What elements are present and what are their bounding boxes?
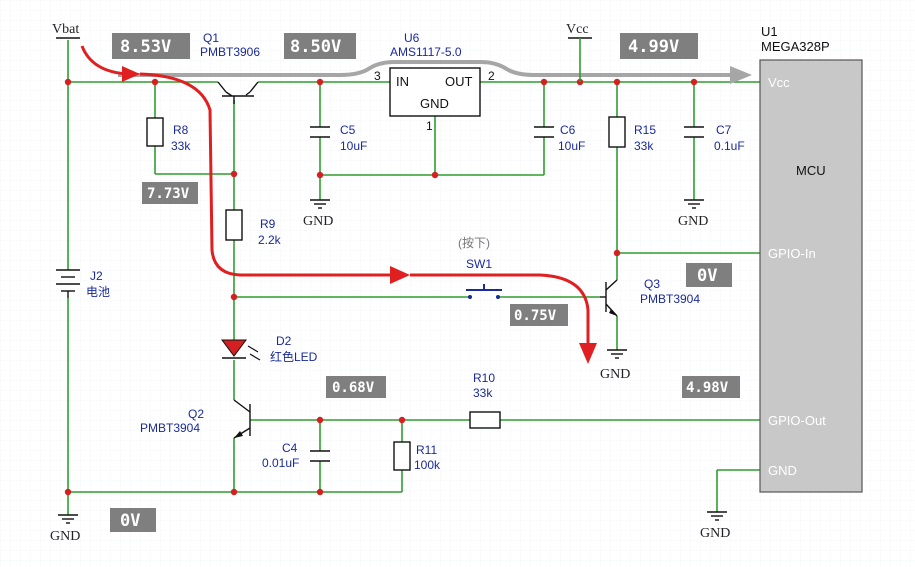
svg-text:0V: 0V bbox=[120, 511, 140, 531]
svg-text:4.98V: 4.98V bbox=[686, 380, 729, 396]
svg-text:10uF: 10uF bbox=[340, 139, 367, 153]
svg-text:C4: C4 bbox=[282, 441, 298, 455]
svg-text:Q1: Q1 bbox=[203, 31, 219, 45]
q3-transistor: Q3 PMBT3904 bbox=[600, 277, 700, 317]
svg-text:R8: R8 bbox=[173, 123, 189, 137]
svg-text:MCU: MCU bbox=[796, 163, 826, 178]
svg-text:AMS1117-5.0: AMS1117-5.0 bbox=[390, 45, 462, 59]
svg-text:GND: GND bbox=[420, 96, 449, 111]
svg-text:PMBT3904: PMBT3904 bbox=[140, 421, 200, 435]
svg-text:Vcc: Vcc bbox=[768, 75, 790, 90]
r9-resistor: R9 2.2k bbox=[225, 209, 282, 247]
u6-regulator: IN OUT GND 3 2 1 U6 AMS1117-5.0 bbox=[374, 31, 495, 133]
svg-text:红色LED: 红色LED bbox=[270, 349, 318, 364]
svg-text:4.99V: 4.99V bbox=[628, 37, 679, 57]
q2-transistor: Q2 PMBT3904 bbox=[140, 399, 251, 439]
svg-text:IN: IN bbox=[396, 74, 409, 89]
j2-battery: J2 电池 bbox=[56, 269, 110, 299]
svg-text:0.68V: 0.68V bbox=[332, 380, 375, 396]
c4-capacitor: C4 0.01uF bbox=[262, 441, 330, 470]
svg-text:2.2k: 2.2k bbox=[258, 233, 282, 247]
r10-resistor: R10 33k bbox=[469, 371, 501, 429]
svg-text:0.01uF: 0.01uF bbox=[262, 456, 299, 470]
svg-text:0.75V: 0.75V bbox=[514, 308, 557, 324]
svg-text:SW1: SW1 bbox=[466, 257, 492, 271]
svg-text:GPIO-In: GPIO-In bbox=[768, 246, 816, 261]
svg-text:J2: J2 bbox=[90, 269, 103, 283]
c6-capacitor: C6 10uF bbox=[534, 123, 585, 153]
svg-text:GND: GND bbox=[600, 367, 630, 382]
svg-text:0V: 0V bbox=[697, 266, 717, 286]
svg-text:(按下): (按下) bbox=[458, 236, 490, 250]
svg-text:R9: R9 bbox=[260, 217, 276, 231]
ground-symbol-c7: GND bbox=[678, 199, 708, 229]
svg-text:7.73V: 7.73V bbox=[147, 186, 190, 202]
svg-text:MEGA328P: MEGA328P bbox=[761, 39, 830, 54]
vcc-rail: Vcc bbox=[566, 22, 592, 82]
junction-dots bbox=[64, 78, 698, 496]
vcc-label: Vcc bbox=[566, 22, 589, 37]
svg-text:OUT: OUT bbox=[445, 74, 473, 89]
ground-symbol-q3: GND bbox=[600, 349, 630, 382]
svg-text:R10: R10 bbox=[473, 371, 495, 385]
svg-text:R15: R15 bbox=[634, 123, 656, 137]
c5-capacitor: C5 10uF bbox=[310, 123, 367, 153]
svg-text:C7: C7 bbox=[716, 123, 732, 137]
svg-text:GND: GND bbox=[678, 214, 708, 229]
voltage-label-reg-in: 8.50V bbox=[284, 33, 356, 59]
r8-resistor: R8 33k bbox=[146, 117, 191, 153]
sw1-switch: (按下) SW1 bbox=[458, 236, 502, 299]
svg-text:33k: 33k bbox=[473, 386, 493, 400]
voltage-label-q1-base: 7.73V bbox=[142, 182, 198, 204]
d2-led: D2 红色LED bbox=[221, 334, 318, 364]
q1-transistor: Q1 PMBT3906 bbox=[200, 31, 260, 104]
u1-mcu: U1 MEGA328P MCU Vcc GPIO-In GPIO-Out GND bbox=[759, 24, 863, 493]
svg-text:电池: 电池 bbox=[86, 285, 110, 299]
voltage-label-q3-collector: 0V bbox=[686, 263, 732, 287]
svg-text:GND: GND bbox=[700, 526, 730, 541]
svg-text:PMBT3906: PMBT3906 bbox=[200, 45, 260, 59]
voltage-label-q3-base: 0.75V bbox=[510, 304, 568, 326]
c7-capacitor: C7 0.1uF bbox=[684, 123, 745, 153]
svg-text:U1: U1 bbox=[761, 24, 778, 39]
svg-text:0.1uF: 0.1uF bbox=[714, 139, 745, 153]
svg-text:U6: U6 bbox=[404, 31, 420, 45]
r15-resistor: R15 33k bbox=[608, 116, 656, 153]
svg-text:C5: C5 bbox=[340, 123, 356, 137]
rail-arrow bbox=[118, 60, 752, 84]
svg-text:2: 2 bbox=[488, 69, 495, 83]
svg-text:33k: 33k bbox=[171, 139, 191, 153]
svg-text:Q2: Q2 bbox=[188, 407, 204, 421]
ground-symbol-c5: GND bbox=[303, 199, 333, 229]
vbat-rail: Vbat bbox=[52, 22, 80, 39]
svg-text:R11: R11 bbox=[416, 443, 437, 457]
svg-text:GND: GND bbox=[768, 463, 797, 478]
svg-text:PMBT3904: PMBT3904 bbox=[640, 292, 700, 306]
svg-text:3: 3 bbox=[374, 69, 381, 83]
ground-symbol-mcu: GND bbox=[700, 511, 730, 541]
svg-text:10uF: 10uF bbox=[558, 139, 585, 153]
voltage-label-vcc: 4.99V bbox=[620, 33, 698, 59]
svg-text:8.53V: 8.53V bbox=[120, 37, 171, 57]
svg-text:GND: GND bbox=[303, 214, 333, 229]
svg-text:1: 1 bbox=[426, 119, 433, 133]
voltage-label-q2-base: 0.68V bbox=[326, 376, 386, 398]
svg-text:GND: GND bbox=[50, 529, 80, 544]
svg-text:8.50V: 8.50V bbox=[290, 37, 341, 57]
svg-text:33k: 33k bbox=[634, 139, 654, 153]
svg-text:100k: 100k bbox=[414, 458, 441, 472]
vbat-label: Vbat bbox=[52, 22, 79, 37]
svg-text:D2: D2 bbox=[276, 334, 292, 348]
r11-resistor: R11 100k bbox=[393, 441, 441, 472]
current-arrows bbox=[80, 45, 597, 364]
voltage-label-vbat: 8.53V bbox=[112, 33, 190, 59]
voltage-label-gnd: 0V bbox=[110, 508, 156, 532]
svg-text:C6: C6 bbox=[560, 123, 576, 137]
voltage-label-gpio-out: 4.98V bbox=[682, 376, 740, 398]
ground-symbol-main: GND bbox=[50, 514, 80, 544]
svg-text:GPIO-Out: GPIO-Out bbox=[768, 413, 826, 428]
svg-text:Q3: Q3 bbox=[644, 277, 660, 291]
